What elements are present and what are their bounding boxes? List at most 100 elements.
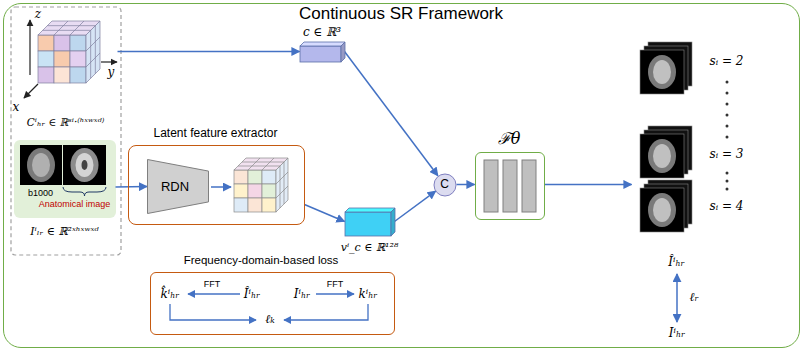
feature-grid [234,198,248,212]
ellipsis-dots [726,92,729,95]
node-text: vⁱ_c ∈ ℝ¹²⁸ [341,241,399,254]
math-symbol: k̂ⁱₕᵣ [160,288,179,302]
ellipsis-dots [726,114,729,117]
node-text: Latent feature extractor [153,127,277,141]
ellipsis-dots [726,180,729,183]
node-text: b1000 [28,187,53,197]
node-text: Continuous SR Framework [299,4,503,24]
axis-label: x [13,101,20,115]
flow-arrow [545,184,632,186]
mlp-layer [503,160,517,212]
flow-arrow [395,191,436,221]
ellipsis-dots [726,81,729,84]
ellipsis-dots [726,81,729,191]
coordinate-cube [38,35,54,51]
coordinate-cube [70,67,86,83]
output-volume [648,55,676,89]
axis-label: y [108,66,115,80]
loss-symbol: ℓᵣ [689,291,698,305]
rdn-block: RDN [147,159,209,214]
dwi-image [20,145,62,185]
coordinate-cube [38,51,54,67]
mlp-layer [484,160,498,212]
flow-arrow [118,51,300,53]
vector-face [345,212,391,236]
feature-grid [284,162,285,204]
operation-label: FFT [204,279,221,289]
coordinate-cube [95,26,96,74]
coordinate-cube [86,53,100,67]
feature-grid [248,184,262,198]
coordinate-grid: Cⁱₕᵣ ∈ ℝˢⁱ·⁽ʰˣʷˣᵈ⁾ [14,10,118,135]
axis-label: z [35,8,41,22]
coordinate-cube [54,35,70,51]
feature-grid [238,166,280,167]
math-symbol: Îⁱₕᵣ [244,288,261,302]
output-volume [653,144,671,168]
coordinate-cube [90,30,91,78]
feature-grid [242,162,284,163]
circle-outline [434,174,456,196]
concat-node: C [433,173,457,197]
math-symbol: Iⁱₕᵣ [669,327,686,341]
anatomical-image [71,148,99,182]
vector-face [345,208,395,212]
feature-vector-shape [345,208,395,236]
mlp-layer [484,160,536,212]
mlp-box: ℱθ [475,152,545,220]
node-text: Îⁱₕᵣ [668,256,685,270]
feature-vector: vⁱ_c ∈ ℝ¹²⁸ [345,208,395,236]
anatomical-image [76,153,94,177]
loss-arrow [316,293,354,294]
node-text: RDN [161,179,189,194]
feature-grid [280,166,281,208]
input-panel [14,140,116,218]
coordinate-cube [54,51,70,67]
axis-arrow [24,20,117,98]
coordinate-cube [70,51,86,67]
vector-face [341,42,345,62]
node-text: Cⁱₕᵣ ∈ ℝˢⁱ·⁽ʰˣʷˣᵈ⁾ [27,115,105,127]
input-images: b1000Anatomical imageIⁱₗᵣ ∈ ℝ²ˣʰˣʷˣᵈ [14,140,116,218]
coordinate-cube [70,35,86,51]
mlp-layer [522,160,536,212]
anatomical-image [63,145,106,185]
feature-grid [248,170,262,184]
dwi-image [20,145,62,185]
output-volume [653,60,671,84]
node-text: sᵢ = 4 [710,200,744,214]
node-text: sᵢ = 2 [710,55,744,69]
comparison-arrow [676,274,678,322]
feature-grid [262,158,274,170]
trapezoid-outline [148,160,209,214]
ellipsis-dots [726,172,729,175]
operation-label: FFT [327,279,344,289]
flow-arrow [345,52,438,176]
dwi-image [27,148,55,182]
coordinate-vector-shape [300,42,345,62]
framework-frame: Cⁱₕᵣ ∈ ℝˢⁱ·⁽ʰˣʷˣᵈ⁾ b1000Anatomical imageI… [3,3,800,348]
node-text: C [440,178,449,192]
flow-arrow [116,186,148,188]
ellipsis-dots [726,125,729,128]
ellipsis-dots [726,103,729,106]
feature-grid [262,198,276,212]
output-volume [648,139,676,173]
output-volume [640,134,684,178]
node-text: sᵢ = 3 [710,148,744,162]
ellipsis-dots [726,188,729,191]
feature-grid [234,184,248,198]
coordinate-cube [38,67,54,83]
math-symbol: kⁱₕᵣ [358,288,377,302]
output-volume [640,50,684,94]
output-images: sᵢ = 2sᵢ = 3sᵢ = 4Îⁱₕᵣ [632,35,772,253]
dwi-image [32,153,50,177]
brace [63,187,106,196]
coordinate-cube [54,21,68,35]
ellipsis-dots [726,136,729,139]
feature-grid [262,170,276,184]
flow-arrow [305,205,345,222]
output-volume [640,188,684,232]
